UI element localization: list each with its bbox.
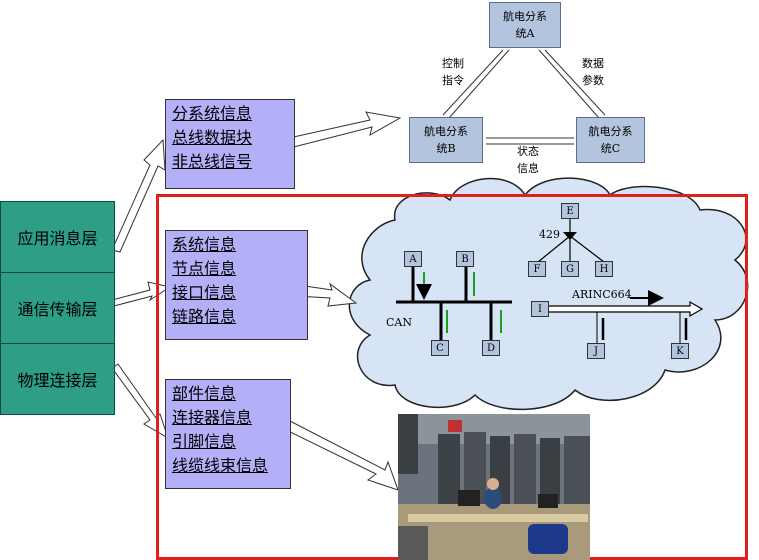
can-bus [396,266,512,341]
info-item: 非总线信号 [172,152,253,171]
info-application: 分系统信息 总线数据块 非总线信号 [165,99,295,189]
info-transport: 系统信息 节点信息 接口信息 链路信息 [165,230,308,340]
flow-status-line2: 信息 [517,162,539,175]
node-b: B [456,251,474,267]
layer-application: 应用消息层 [0,201,115,273]
info-item: 连接器信息 [172,408,253,427]
flow-status-label: 状态 信息 [517,143,539,177]
subsystem-a-line2: 统A [515,27,535,40]
subsystem-b: 航电分系 统B [409,117,483,163]
node-g: G [561,261,579,277]
info-item: 链路信息 [172,307,237,326]
bus-429 [537,219,605,263]
flow-data-label: 数据 参数 [582,55,604,89]
lab-photo-image [398,414,590,560]
info-item: 总线数据块 [172,128,253,147]
flow-data-line1: 数据 [582,57,604,70]
subsystem-a-line1: 航电分系 [503,10,547,23]
flow-status-line1: 状态 [517,145,539,158]
info-item: 分系统信息 [172,104,253,123]
lab-photo [398,414,590,560]
node-f: F [528,261,546,277]
subsystem-c-line2: 统C [600,142,621,155]
subsystem-b-line2: 统B [436,142,456,155]
info-physical: 部件信息 连接器信息 引脚信息 线缆线束信息 [165,379,291,489]
flow-control-line1: 控制 [442,57,464,70]
node-a: A [404,251,422,267]
subsystem-c-line1: 航电分系 [588,125,633,138]
bus-429-label: 429 [539,228,560,241]
node-i: I [531,301,549,317]
info-item: 系统信息 [172,235,237,254]
node-h: H [595,261,613,277]
flow-data-line2: 参数 [582,74,604,87]
arinc-bus [547,290,704,343]
node-k: K [671,343,689,359]
info-item: 接口信息 [172,283,237,302]
info-item: 引脚信息 [172,432,237,451]
layer-transport: 通信传输层 [0,272,115,344]
layer-physical: 物理连接层 [0,343,115,415]
can-label: CAN [386,316,412,329]
subsystem-c: 航电分系 统C [576,117,645,163]
flow-control-label: 控制 指令 [442,55,464,89]
subsystem-a: 航电分系 统A [489,2,561,48]
info-item: 部件信息 [172,384,237,403]
info-item: 线缆线束信息 [172,456,269,475]
arinc-label: ARINC664 [572,288,632,301]
info-item: 节点信息 [172,259,237,278]
subsystem-b-line1: 航电分系 [424,125,468,138]
node-d: D [482,340,500,356]
can-arrows [416,272,502,333]
subsystem-links [442,49,606,145]
node-j: J [587,343,605,359]
node-e: E [561,203,579,219]
bus-429-junction [563,232,577,240]
node-c: C [431,340,449,356]
flow-control-line2: 指令 [442,74,464,87]
